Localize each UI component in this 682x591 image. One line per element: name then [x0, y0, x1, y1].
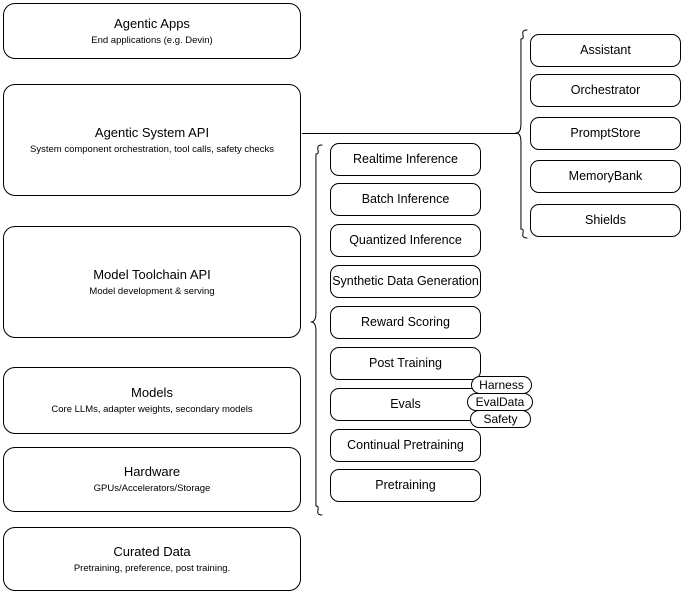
eval-pill-evaldata[interactable]: EvalData [467, 393, 533, 411]
layer-title: Model Toolchain API [93, 266, 211, 282]
chip-label: Reward Scoring [361, 315, 450, 329]
chip-label: Shields [585, 213, 626, 227]
layer-subtitle: System component orchestration, tool cal… [30, 143, 274, 155]
chip-label: Post Training [369, 356, 442, 370]
system-item-assistant[interactable]: Assistant [530, 34, 681, 67]
layer-curated-data[interactable]: Curated Data Pretraining, preference, po… [3, 527, 301, 591]
layer-title: Hardware [123, 464, 181, 479]
chip-label: Quantized Inference [349, 233, 462, 247]
layer-subtitle: GPUs/Accelerators/Storage [93, 483, 211, 494]
layer-model-toolchain-api[interactable]: Model Toolchain API Model development & … [3, 226, 301, 338]
chip-label: Realtime Inference [353, 152, 458, 166]
layer-subtitle: Pretraining, preference, post training. [73, 562, 231, 574]
chip-label: Synthetic Data Generation [332, 274, 479, 288]
system-item-memorybank[interactable]: MemoryBank [530, 160, 681, 193]
layer-subtitle: Core LLMs, adapter weights, secondary mo… [51, 404, 253, 415]
chip-label: Continual Pretraining [347, 438, 464, 452]
layer-title: Agentic Apps [114, 15, 190, 31]
curly-brace-system-icon [515, 29, 528, 239]
system-item-promptstore[interactable]: PromptStore [530, 117, 681, 150]
chip-label: Batch Inference [361, 192, 450, 206]
toolchain-item-continual-pretraining[interactable]: Continual Pretraining [330, 429, 481, 462]
layer-subtitle: End applications (e.g. Devin) [91, 34, 213, 46]
chip-label: Assistant [580, 43, 631, 57]
toolchain-item-batch-inference[interactable]: Batch Inference [330, 183, 481, 216]
toolchain-item-evals[interactable]: Evals [330, 388, 481, 421]
system-item-shields[interactable]: Shields [530, 204, 681, 237]
system-item-orchestrator[interactable]: Orchestrator [530, 74, 681, 107]
toolchain-item-synthetic-data-generation[interactable]: Synthetic Data Generation [330, 265, 481, 298]
chip-label: PromptStore [570, 126, 641, 140]
chip-label: MemoryBank [568, 169, 643, 183]
layer-agentic-apps[interactable]: Agentic Apps End applications (e.g. Devi… [3, 3, 301, 59]
chip-label: Evals [390, 397, 421, 411]
layer-agentic-system-api[interactable]: Agentic System API System component orch… [3, 84, 301, 196]
layer-title: Agentic System API [94, 124, 210, 140]
layer-models[interactable]: Models Core LLMs, adapter weights, secon… [3, 367, 301, 434]
layer-hardware[interactable]: Hardware GPUs/Accelerators/Storage [3, 447, 301, 512]
layer-title: Curated Data [113, 543, 191, 559]
layer-title: Models [131, 385, 173, 400]
eval-pill-safety[interactable]: Safety [470, 410, 531, 428]
toolchain-item-post-training[interactable]: Post Training [330, 347, 481, 380]
eval-pill-harness[interactable]: Harness [471, 376, 532, 394]
toolchain-item-reward-scoring[interactable]: Reward Scoring [330, 306, 481, 339]
toolchain-item-pretraining[interactable]: Pretraining [330, 469, 481, 502]
toolchain-item-quantized-inference[interactable]: Quantized Inference [330, 224, 481, 257]
connector-line-agentic-system-api [302, 133, 517, 134]
chip-label: Pretraining [375, 478, 436, 492]
chip-label: Orchestrator [570, 83, 641, 97]
curly-brace-toolchain-icon [310, 144, 323, 516]
toolchain-item-realtime-inference[interactable]: Realtime Inference [330, 143, 481, 176]
layer-subtitle: Model development & serving [89, 285, 215, 297]
